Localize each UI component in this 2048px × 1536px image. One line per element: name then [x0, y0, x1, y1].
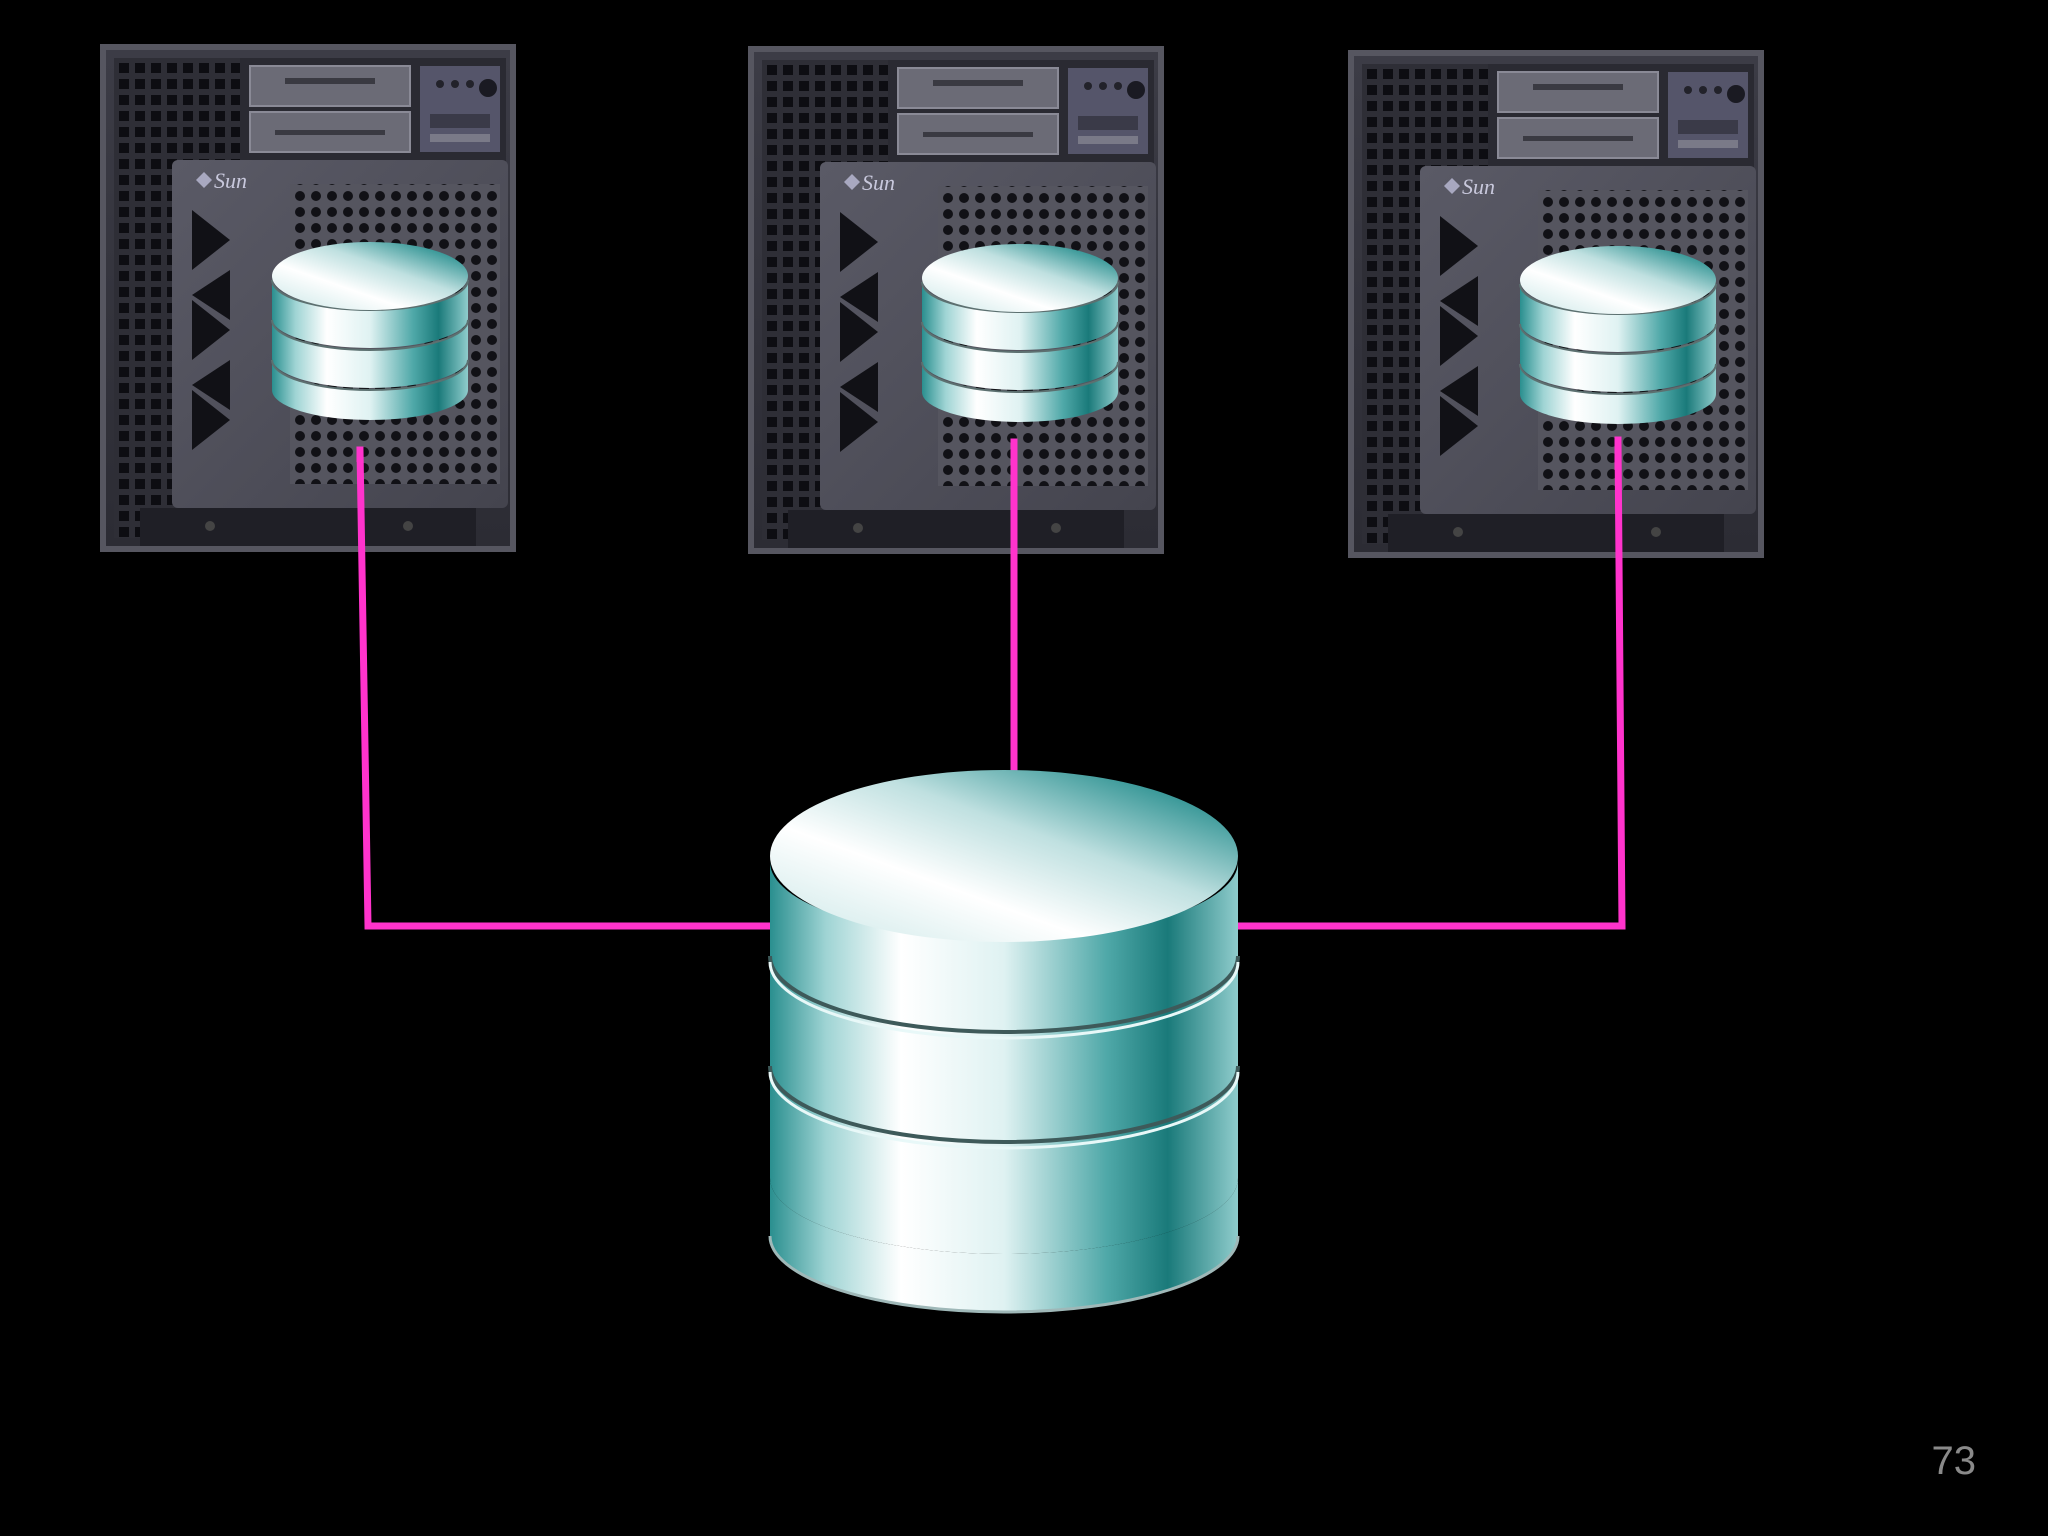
server-2-database-icon [921, 243, 1119, 423]
server-3-database-icon [1519, 245, 1717, 425]
sun-logo: Sun [1462, 174, 1495, 199]
sun-logo: Sun [862, 170, 895, 195]
server-1-database-icon [271, 241, 469, 421]
sun-logo: Sun [214, 168, 247, 193]
server-1: Sun [99, 43, 517, 553]
page-number: 73 [1931, 1439, 1977, 1483]
connections [356, 436, 1626, 930]
server-2: Sun [747, 45, 1165, 555]
server-3: Sun [1347, 49, 1765, 559]
shared-database-icon [768, 770, 1240, 1314]
connection-line-3 [1232, 436, 1626, 930]
connection-line-1 [356, 446, 778, 930]
